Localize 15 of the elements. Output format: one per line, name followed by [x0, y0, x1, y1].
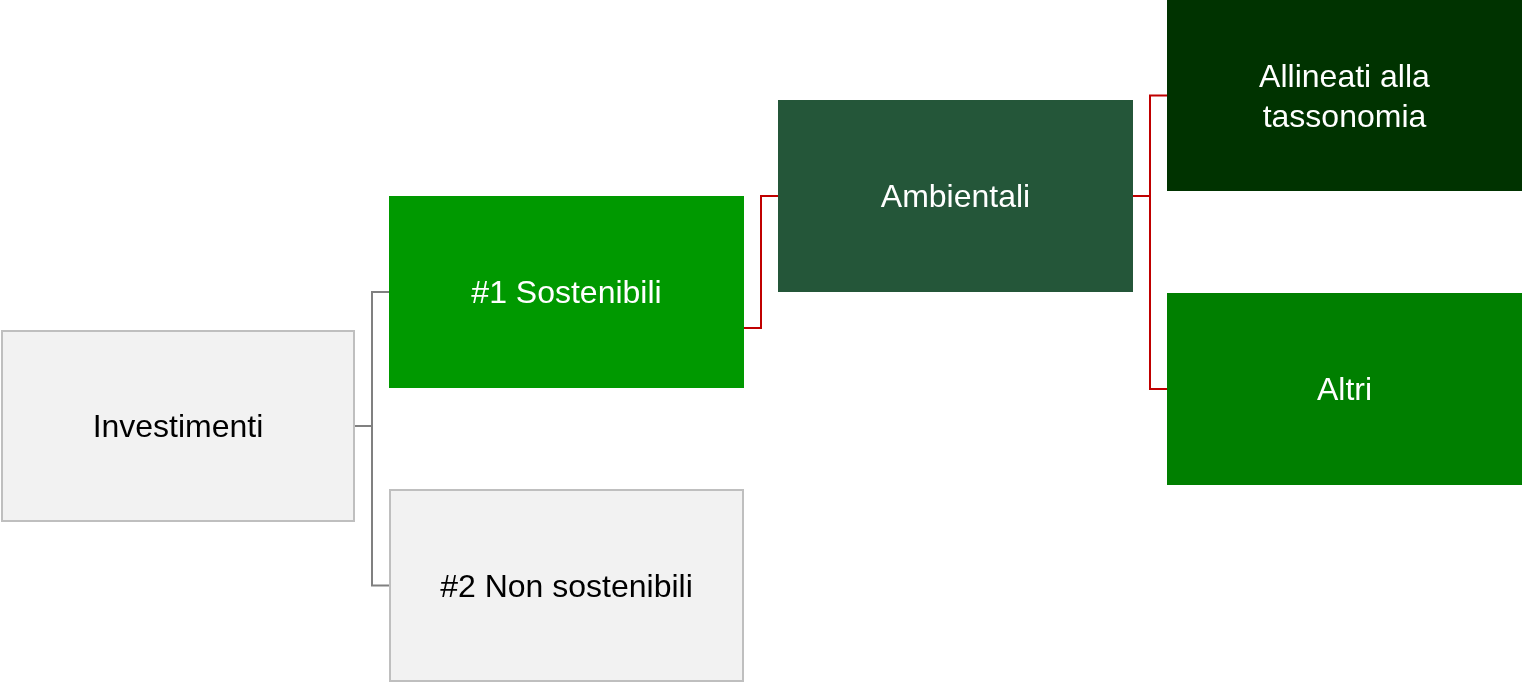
node-label: Altri	[1316, 370, 1373, 409]
connector-line	[354, 291, 390, 587]
node-label: #1 Sostenibili	[471, 273, 662, 312]
category-box	[778, 100, 1133, 292]
node-label: Ambientali	[880, 177, 1031, 216]
category-box	[1, 330, 355, 522]
connector-line	[743, 195, 779, 329]
node-label: #2 Non sostenibili	[440, 566, 693, 606]
node-label: Investimenti	[92, 407, 264, 446]
category-box	[1167, 0, 1522, 191]
category-box	[389, 489, 744, 682]
node-label: Allineati alla tassonomia	[1258, 56, 1431, 136]
connector-line	[1132, 94, 1168, 390]
category-box	[389, 196, 744, 388]
category-box	[1167, 293, 1522, 485]
